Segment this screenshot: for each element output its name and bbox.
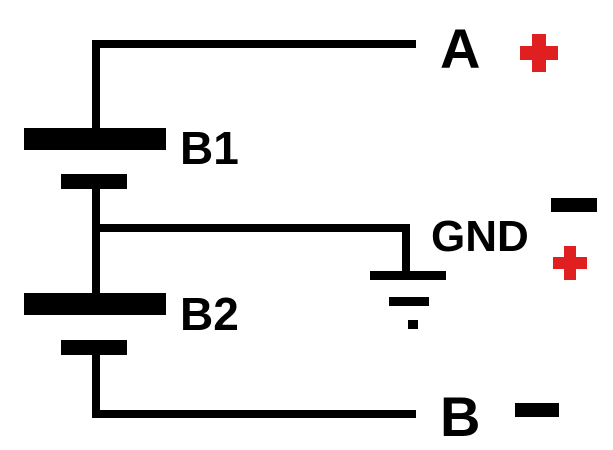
plus-sign-icon [553,246,587,280]
terminal-b-label: B [440,385,480,448]
battery-b2-label: B2 [180,288,239,340]
wire-gnd [92,224,410,276]
battery-b1-positive-plate [24,128,166,150]
wire-a [92,40,416,144]
battery-b1-negative-plate [61,174,127,189]
terminal-a-label: A [440,17,480,80]
wire-b [92,342,416,418]
ground-symbol-icon [370,271,446,329]
minus-sign-icon [515,403,559,417]
plus-sign-icon [520,34,558,72]
battery-b2 [24,293,166,355]
battery-b2-positive-plate [24,293,166,315]
terminal-gnd-label: GND [431,212,529,261]
battery-b1 [24,128,166,189]
battery-b2-negative-plate [61,340,127,355]
wires [92,40,416,418]
minus-sign-icon [551,198,597,212]
battery-b1-label: B1 [180,122,239,174]
